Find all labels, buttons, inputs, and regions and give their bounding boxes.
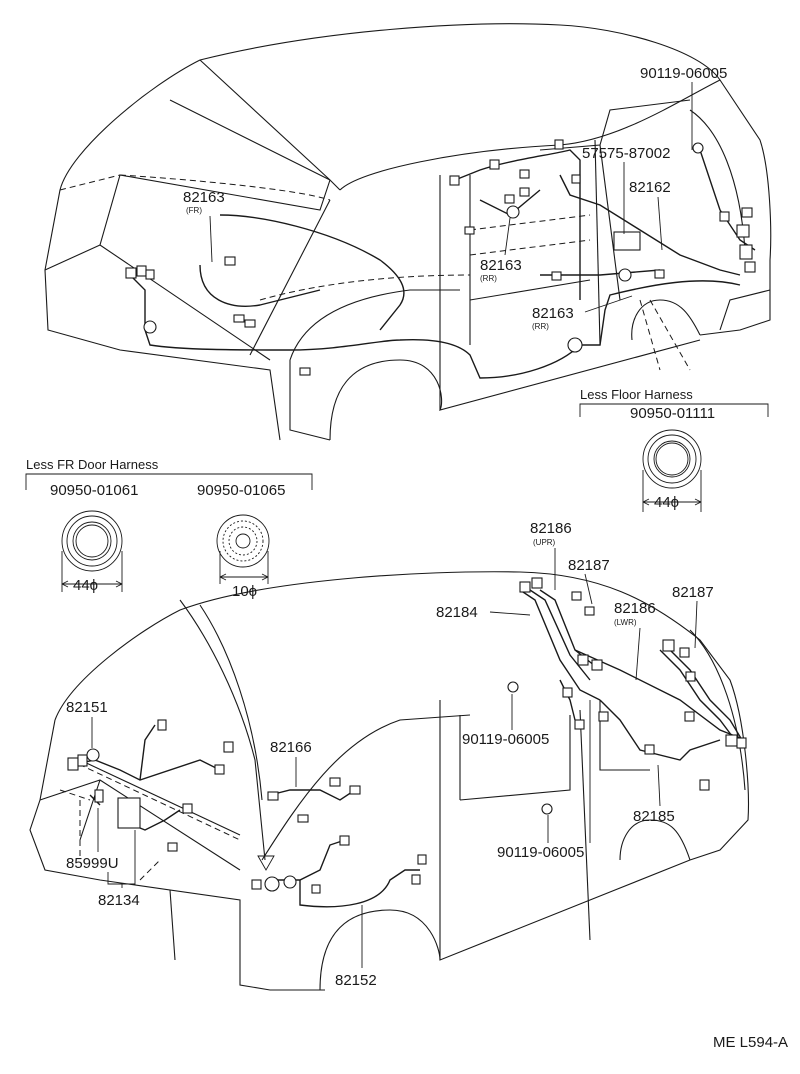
label-bolt-top: 90119-06005 [640, 65, 727, 82]
less-fr-door-part-a: 90950-01061 [50, 482, 138, 499]
label-82134: 82134 [98, 892, 140, 909]
grommet-44-floor [642, 429, 702, 489]
label-82163-fr: 82163 [183, 189, 225, 206]
bottom-labels: 82186 (UPR) 82187 82184 82186 (LWR) 8218… [66, 520, 714, 989]
top-connectors [125, 139, 756, 376]
less-floor-harness-inset: Less Floor Harness 90950-01111 44ϕ [579, 387, 769, 512]
top-vehicle-body [44, 23, 772, 441]
label-bolt-bottom: 90119-06005 [497, 844, 584, 861]
label-82187-a: 82187 [568, 557, 610, 574]
pointer-arrow [257, 855, 275, 871]
label-85999u: 85999U [66, 855, 119, 872]
bottom-connectors [67, 577, 747, 894]
label-82163-fr-sub: (FR) [186, 206, 202, 215]
less-floor-dim: 44ϕ [654, 494, 679, 511]
top-labels: 90119-06005 57575-87002 82163 (FR) 82162… [183, 65, 727, 331]
label-82186-upr-sub: (UPR) [533, 538, 556, 547]
less-floor-part: 90950-01111 [630, 405, 715, 422]
label-82186-lwr-sub: (LWR) [614, 618, 637, 627]
label-82151: 82151 [66, 699, 108, 716]
label-bolt-mid: 90119-06005 [462, 731, 549, 748]
label-82186-upr: 82186 [530, 520, 572, 537]
grommet-44-door [61, 510, 123, 572]
less-fr-door-part-b: 90950-01065 [197, 482, 285, 499]
label-82186-lwr: 82186 [614, 600, 656, 617]
figure-code: ME L594-A [713, 1034, 788, 1051]
less-floor-header: Less Floor Harness [580, 387, 693, 402]
label-82184: 82184 [436, 604, 478, 621]
less-fr-door-header: Less FR Door Harness [26, 457, 159, 472]
less-fr-door-dim-b: 10ϕ [232, 583, 257, 600]
label-82187-b: 82187 [672, 584, 714, 601]
grommet-10-door [216, 514, 270, 568]
less-fr-door-harness-inset: Less FR Door Harness 90950-01061 90950-0… [25, 457, 313, 600]
label-82163-rr-b: 82163 [532, 305, 574, 322]
label-82163-rr-a-sub: (RR) [480, 274, 497, 283]
label-82152: 82152 [335, 972, 377, 989]
label-82163-rr-a: 82163 [480, 257, 522, 274]
label-grommet-57575: 57575-87002 [582, 145, 670, 162]
label-82166: 82166 [270, 739, 312, 756]
label-82185: 82185 [633, 808, 675, 825]
bottom-harness-wires [69, 589, 746, 908]
label-82163-rr-b-sub: (RR) [532, 322, 549, 331]
less-fr-door-dim-a: 44ϕ [73, 577, 98, 594]
label-82162: 82162 [629, 179, 671, 196]
bottom-vehicle-body [29, 571, 749, 991]
